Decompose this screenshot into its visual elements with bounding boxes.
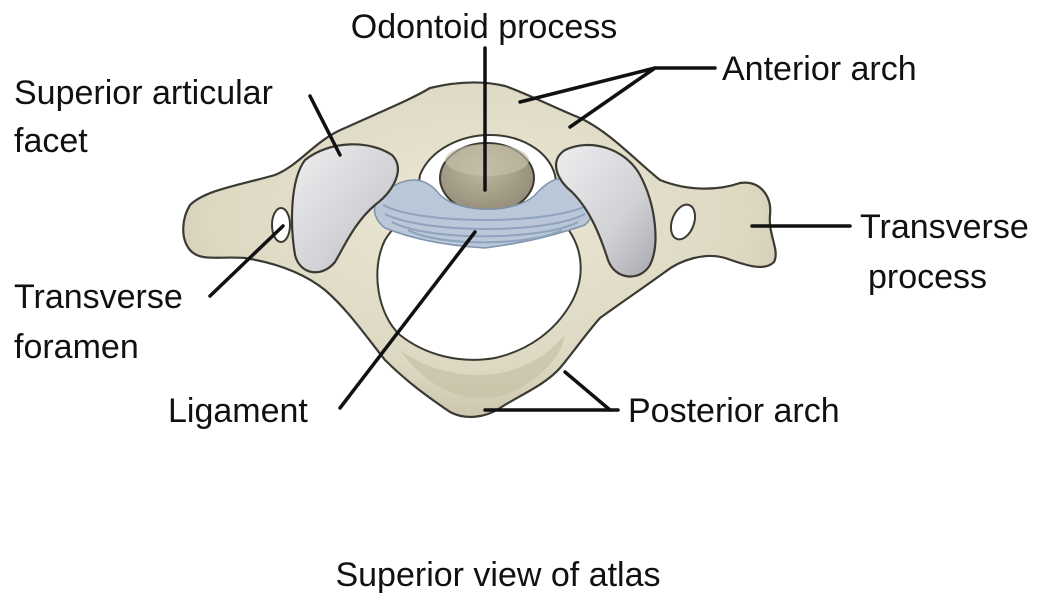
caption: Superior view of atlas xyxy=(335,556,660,593)
leader-posterior-arch-2 xyxy=(565,372,610,410)
label-superior-articular-facet-line2: facet xyxy=(14,122,88,160)
label-anterior-arch: Anterior arch xyxy=(722,50,917,88)
leader-anterior-arch-1 xyxy=(520,68,715,102)
label-ligament: Ligament xyxy=(168,392,308,430)
label-superior-articular-facet-line1: Superior articular xyxy=(14,74,273,112)
label-transverse-process-line2: process xyxy=(868,258,987,296)
label-transverse-foramen-line2: foramen xyxy=(14,328,139,366)
label-transverse-foramen-line1: Transverse xyxy=(14,278,183,316)
atlas-bone xyxy=(183,82,775,417)
label-posterior-arch: Posterior arch xyxy=(628,392,840,430)
label-odontoid-process: Odontoid process xyxy=(351,8,618,46)
odontoid-process xyxy=(440,143,534,213)
transverse-foramen-left xyxy=(272,208,290,242)
leader-anterior-arch-2 xyxy=(570,68,655,127)
label-transverse-process-line1: Transverse xyxy=(860,208,1029,246)
